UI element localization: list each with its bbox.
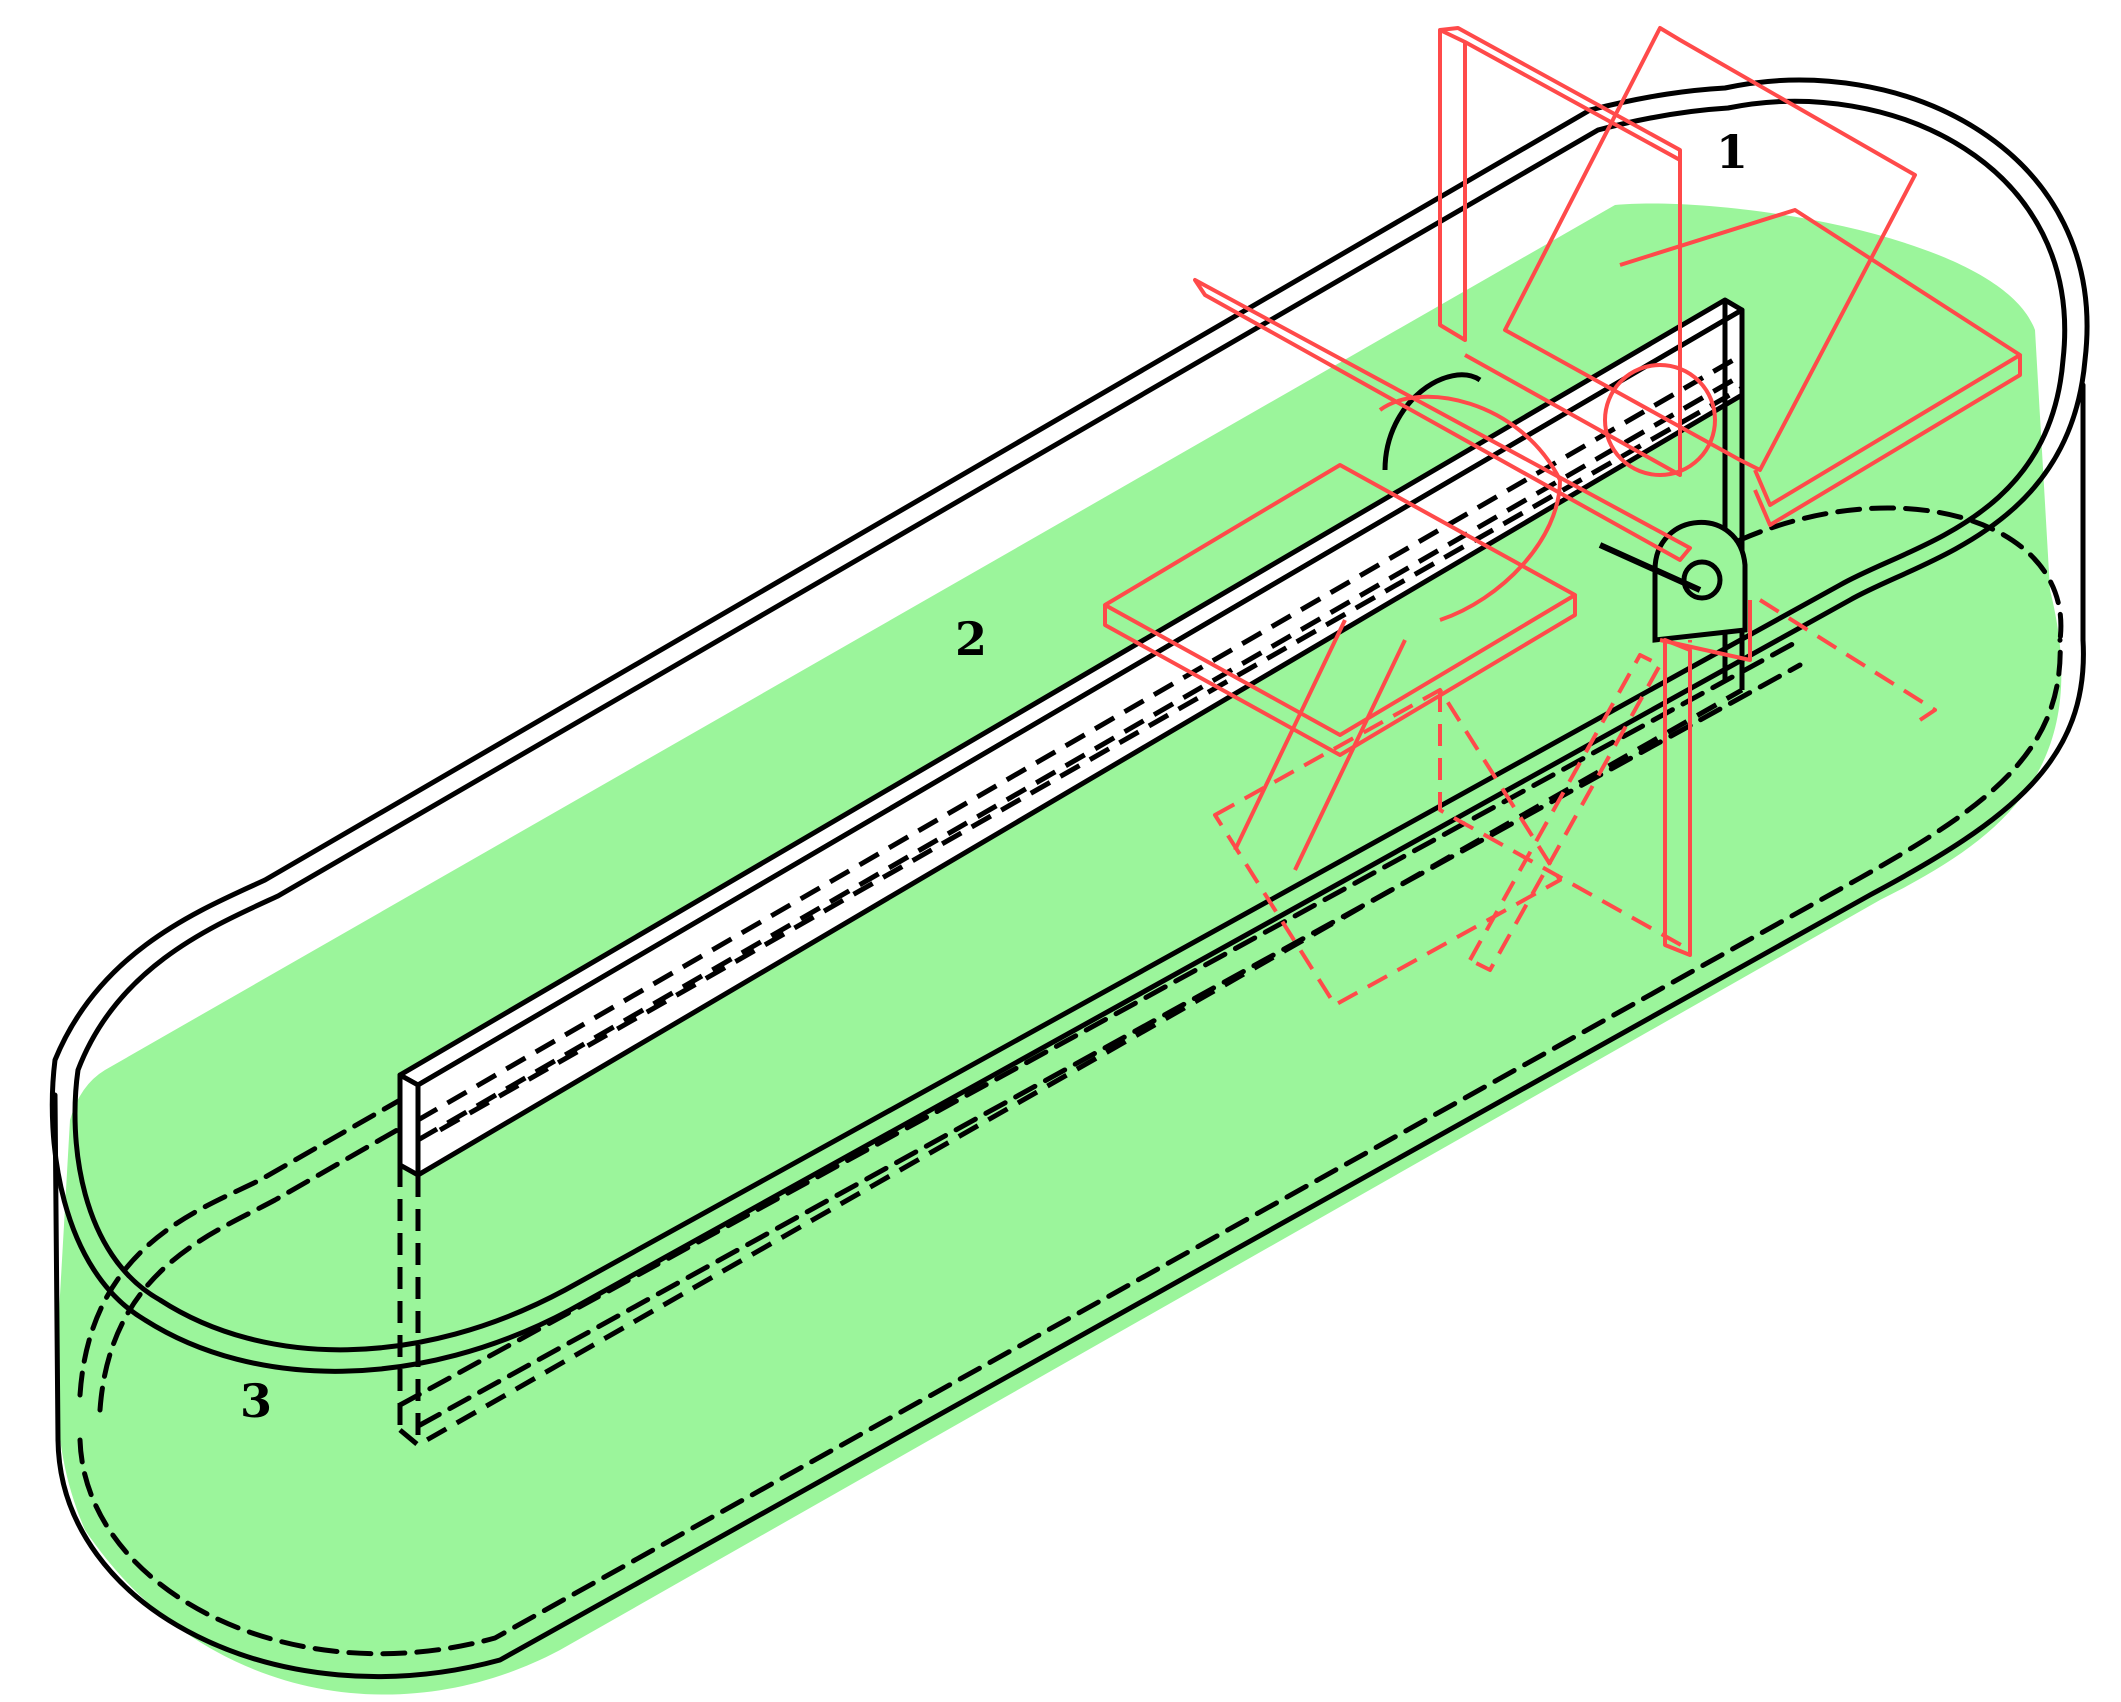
bearing-support-left: [1382, 372, 1482, 471]
tank-inner-rim: [72, 98, 2068, 1353]
paddle-hub-ring: [1378, 394, 1562, 622]
water-body: [56, 203, 2062, 1695]
paddle-lower-dashed-c: [1468, 653, 1662, 972]
divider-hidden-line-f: [438, 385, 1744, 1133]
divider-wall: [397, 297, 1745, 1448]
paddle-axle: [1193, 278, 1692, 562]
tank-left-wall: [52, 1092, 61, 1443]
label-water: 2: [955, 612, 987, 666]
paddle-lower-dashed-a: [1213, 688, 1562, 1007]
labels: 1 2 3: [240, 125, 1748, 1428]
paddle-upper-slanted: [1503, 26, 1917, 472]
divider-hidden-line-c: [398, 687, 1744, 1448]
tank-outer-rim: [49, 77, 2090, 1374]
bearing-support-right: [1652, 519, 1748, 643]
paddle-right-horizontal-edge: [1753, 355, 2022, 527]
paddle-wheel: [1103, 26, 2022, 1007]
tank-bottom-back: [77, 412, 1603, 1398]
tank-bottom-front-a: [397, 637, 1803, 1408]
label-paddle-wheel: 1: [1716, 125, 1748, 179]
bearing-supports: [1382, 372, 1748, 643]
paddle-hub: [1603, 363, 1717, 477]
tank-bottom-front-b: [417, 662, 1803, 1428]
divider-hidden-line-e: [416, 372, 1744, 1143]
water-fill: [56, 203, 2062, 1695]
shaft: [1598, 542, 1702, 593]
label-tank: 3: [240, 1374, 272, 1428]
tank-bottom-back-2: [97, 432, 1613, 1413]
tank-bottom-outer: [55, 637, 2086, 1680]
paddle-lower-slant: [1233, 619, 1407, 871]
divider-hidden-line-d: [416, 352, 1744, 1123]
paddle-right-lower: [1659, 600, 1752, 662]
divider-front-face: [397, 1072, 421, 1178]
paddle-upper-vertical: [1438, 28, 1682, 477]
tank: [49, 77, 2090, 1680]
paddle-upper-vertical-edge: [1439, 26, 1682, 160]
paddle-lower-dashed-d: [1758, 598, 1937, 722]
tank-bottom-right-back: [1737, 505, 2064, 643]
tank-bottom-inner: [77, 637, 2063, 1657]
paddle-left-horizontal-edge: [1103, 595, 1577, 757]
